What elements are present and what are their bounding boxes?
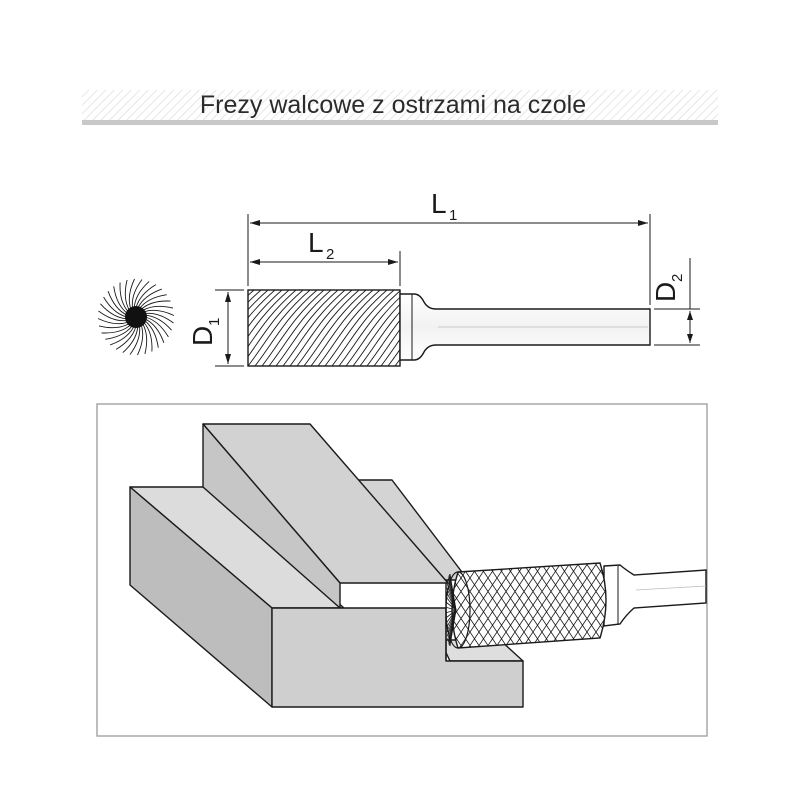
cutter-end-view	[97, 278, 175, 356]
label-l2: L 2	[308, 227, 334, 263]
dimension-d1	[215, 289, 244, 367]
cutter-head-side	[247, 289, 401, 367]
rosette-center	[125, 306, 147, 328]
title-hatch	[82, 90, 718, 120]
dimension-labels: L 1 L 2 D 1 D 2	[187, 188, 686, 346]
cutter-shank-side	[399, 293, 651, 361]
label-d1-sub: 1	[206, 318, 223, 326]
usage-illustration	[96, 403, 708, 737]
cutter-end-teeth	[445, 573, 457, 647]
label-l1: L 1	[431, 188, 457, 224]
label-l1-main: L	[431, 188, 447, 219]
title-underline	[82, 120, 718, 125]
illustration-cutter	[445, 562, 707, 649]
label-d1: D 1	[187, 318, 223, 346]
title-bar: Frezy walcowe z ostrzami na czole	[82, 90, 718, 125]
label-l2-main: L	[308, 227, 324, 258]
label-d2-main: D	[650, 282, 681, 302]
technical-drawing	[97, 214, 700, 367]
dimension-d2	[654, 258, 700, 346]
dimension-l2	[250, 251, 401, 286]
label-l2-sub: 2	[326, 246, 334, 263]
label-d2-sub: 2	[669, 274, 686, 282]
page-title: Frezy walcowe z ostrzami na czole	[200, 91, 586, 119]
label-d2: D 2	[650, 274, 686, 302]
label-d1-main: D	[187, 326, 218, 346]
rosette-teeth	[97, 278, 175, 356]
label-l1-sub: 1	[449, 207, 457, 224]
dimension-l1	[247, 214, 651, 305]
